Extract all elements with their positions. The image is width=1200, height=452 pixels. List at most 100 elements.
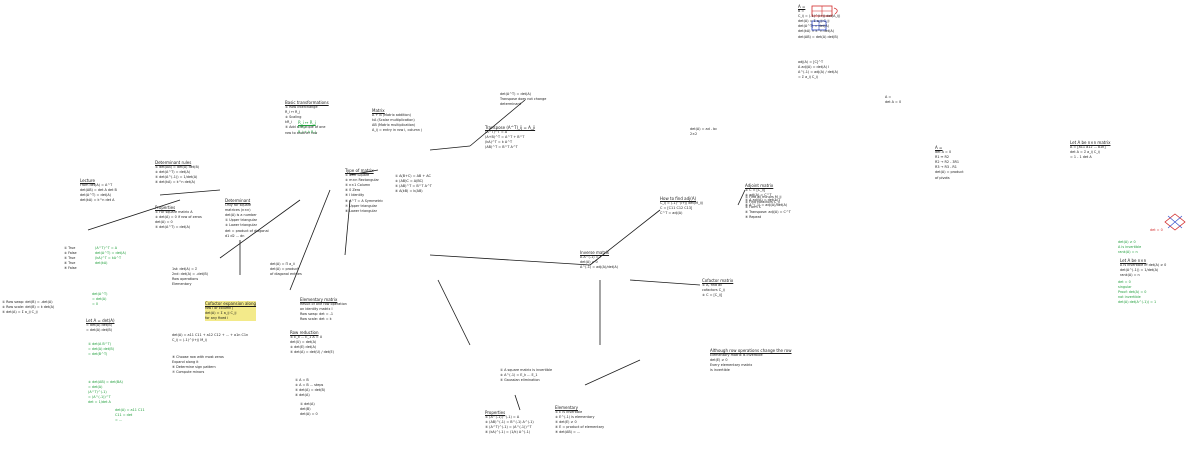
note-line: not invertible bbox=[1118, 295, 1141, 300]
note-line: ⑦ Upper triangular bbox=[345, 203, 378, 208]
note-line: Properties bbox=[485, 410, 506, 415]
note-line: det(A) = Π a_ii bbox=[270, 262, 295, 266]
note-line: = 0 bbox=[92, 302, 99, 307]
note-line: 2nd: det(A) = -det(B) bbox=[172, 272, 208, 277]
note-line: ③ det(A) = Σ a_ij C_ij bbox=[2, 310, 38, 315]
note-line: = det(A) bbox=[92, 297, 107, 302]
note-line: (kA)^T = k A^T bbox=[485, 140, 513, 145]
note-line: row i or column j bbox=[205, 306, 257, 312]
note-line: ② C = [C_ij] bbox=[702, 293, 723, 298]
connector-line bbox=[429, 145, 471, 151]
note-line: Properties bbox=[155, 205, 176, 210]
note-line: Determinant bbox=[225, 198, 251, 203]
connector-line bbox=[437, 279, 471, 346]
note-line: det(A^T) = det(A) bbox=[95, 251, 126, 256]
note-line: A = bbox=[798, 4, 806, 9]
note-line: ④ det(kA) = k^n det(A) bbox=[155, 180, 196, 185]
connector-line bbox=[159, 189, 221, 196]
note-line: det(A) ≠ 0 bbox=[1118, 240, 1136, 244]
note-left-middle: Let A = det(A)= det(A) det(B)= det(A) de… bbox=[86, 318, 115, 333]
note-line: A + B (Matrix addition) bbox=[372, 113, 411, 118]
note-line: ② Lower triangular bbox=[225, 223, 257, 228]
note-line: Let A be n×n bbox=[1120, 258, 1147, 263]
note-line: Type of matrix bbox=[345, 168, 374, 173]
note-line: det(kA) = k^n det(A) bbox=[798, 29, 835, 34]
note-left-green-c: ② det(AB) = det(BA)= det(A)(A^T)^(-1)= (… bbox=[88, 380, 123, 405]
note-line: ④ det(A) bbox=[295, 393, 310, 398]
note-line: k R_i bbox=[298, 125, 307, 130]
note-line: ② A^(-1) = E_k ... E_1 bbox=[500, 373, 538, 378]
note-matrix-sketch: A =B =C_ij = (-1)^(i+j) det(A_ij)det(A) … bbox=[798, 4, 840, 40]
note-line: A^(-1) = adj(A)/det(A) bbox=[580, 265, 618, 270]
note-line: Elementary bbox=[172, 282, 192, 287]
note-line: det = 0 bbox=[1118, 280, 1131, 284]
note-line: (A^T)^(-1) bbox=[88, 390, 107, 395]
note-line: Elementary matrix is invertible bbox=[710, 353, 763, 358]
note-line: Every elementary matrix bbox=[710, 363, 753, 368]
note-line: = det(A) det(B) bbox=[86, 323, 113, 328]
connector-line bbox=[514, 394, 521, 411]
note-line: Result of one row operation bbox=[300, 302, 347, 307]
note-line: C^T = adj(A) bbox=[660, 211, 683, 216]
note-line: ① det(A) bbox=[300, 402, 315, 406]
note-line: for any fixed i bbox=[205, 316, 257, 322]
note-line: Matrix bbox=[372, 108, 385, 113]
note-line: A is invertible bbox=[1118, 245, 1142, 250]
note-line: = det(A) det(B) bbox=[88, 347, 115, 352]
note-line: ⑥ Determine sign pattern bbox=[172, 365, 216, 370]
note-line: Adjoint matrix bbox=[745, 183, 774, 188]
note-line: det(A) = Σ a_ij C_ij bbox=[798, 19, 830, 24]
note-line: ① A = B bbox=[295, 378, 309, 382]
note-line: Row reduction bbox=[290, 330, 319, 335]
note-line: Cofactor matrix bbox=[702, 278, 734, 283]
note-line: = det(A) det(B) bbox=[86, 328, 113, 333]
note-right-red-label: det = 0 bbox=[1150, 228, 1163, 233]
note-line: Let A = det(A) bbox=[86, 318, 115, 323]
note-line: det(A^T) = det(A) bbox=[80, 193, 111, 198]
note-line: det(kA) bbox=[95, 261, 108, 266]
note-line: kA (Scalar multiplication) bbox=[372, 118, 415, 123]
note-line: R3 → R3 - R1 bbox=[935, 165, 957, 170]
note-line: ② Row scale: det(B) = k det(A) bbox=[2, 305, 55, 310]
note-line: ③ det(E) ≠ 0 bbox=[555, 420, 577, 425]
note-left-green-b: ① det(A B^T)= det(A) det(B)= det(B^T) bbox=[88, 342, 114, 357]
note-row-green-b: ① det(A)det(B)det(A) = 0 bbox=[300, 402, 318, 417]
note-line: ① True bbox=[64, 246, 76, 250]
note-line: ① n×n Square bbox=[345, 173, 370, 178]
note-line: ③ A adj(A) = det(A) I bbox=[745, 198, 781, 203]
note-line: Determinant rules bbox=[155, 160, 192, 165]
note-line: det(A^(-1)) = 1/det(A) bbox=[1120, 268, 1159, 273]
note-line: How to find adj(A) bbox=[660, 196, 697, 201]
note-line: = det(B^T) bbox=[88, 352, 108, 357]
note-line: ④ A^(-1) = adj(A)/det(A) bbox=[745, 203, 788, 208]
note-line: d1 d2 ... dn bbox=[225, 233, 245, 238]
note-line: A A^(-1) = I bbox=[580, 255, 601, 260]
note-line: det(A) = a11 C11 + a12 C12 + ... + a1n C… bbox=[172, 333, 249, 337]
note-line: R_i + k R_j bbox=[298, 130, 317, 135]
note-line: Row operations bbox=[172, 277, 199, 282]
note-line: 1st: det(A) = Σ bbox=[172, 267, 198, 271]
note-line: ③ (A^T)^(-1) = (A^(-1))^T bbox=[485, 425, 532, 430]
note-line: ① Row interchange bbox=[285, 105, 318, 110]
note-line: ③ True bbox=[64, 256, 76, 261]
connector-line bbox=[737, 189, 746, 206]
note-line: Basic transformations bbox=[285, 100, 329, 105]
note-line: ② det(A^T) = det(A) bbox=[155, 170, 191, 175]
note-left-steps: ① Row swap: det(B) = -det(A)② Row scale:… bbox=[2, 300, 54, 315]
note-line: Elementary matrix bbox=[300, 297, 338, 302]
note-line: singular bbox=[1118, 285, 1132, 290]
note-line: det(A^T) = det(A) bbox=[798, 24, 829, 29]
